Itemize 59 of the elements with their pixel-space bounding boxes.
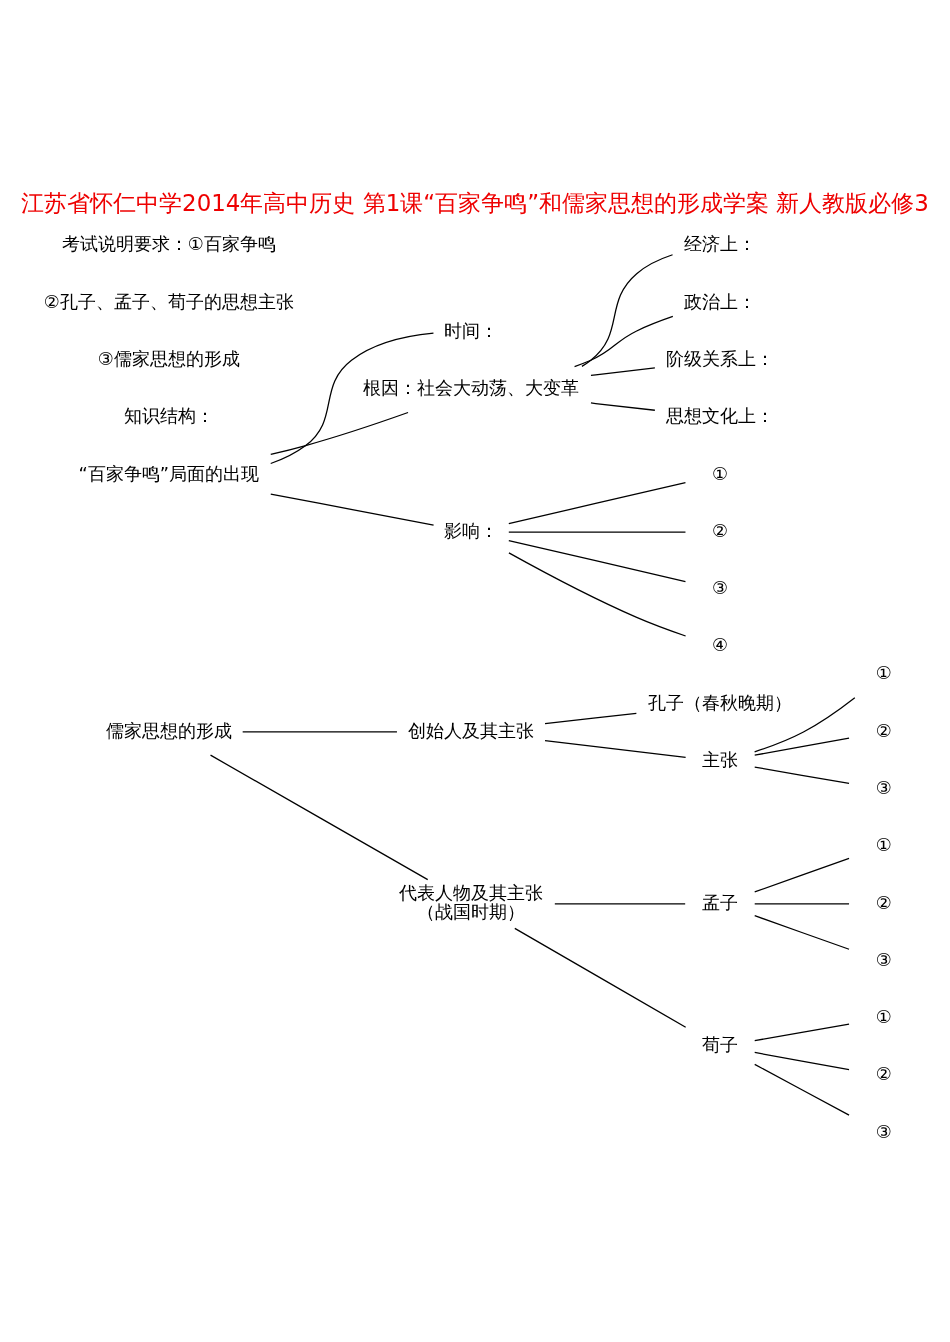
connector (270, 411, 409, 455)
node-text: “百家争鸣”局面的出现 (78, 462, 260, 484)
connector (514, 927, 687, 1028)
node-text: 思想文化上： (666, 404, 775, 426)
label: ③儒家思想的形成 (97, 347, 240, 369)
connector (554, 902, 686, 904)
connector (754, 736, 850, 756)
connector (508, 481, 687, 524)
node-text: ④ (712, 633, 729, 655)
connector (270, 492, 435, 526)
connector (754, 914, 850, 950)
connector (590, 366, 656, 376)
connector (270, 332, 435, 464)
node-text: 创始人及其主张 (408, 719, 535, 741)
connector (754, 1063, 850, 1116)
node-text: ② (875, 891, 892, 913)
connector (754, 1023, 850, 1041)
label: 考试说明要求：①百家争鸣 (61, 232, 276, 254)
node-text: ① (875, 833, 892, 855)
connector (544, 739, 687, 758)
node-text: 儒家思想的形成 (105, 719, 232, 741)
node-text: 代表人物及其主张 （战国时期） (399, 881, 544, 922)
connector (590, 401, 656, 411)
label: 知识结构： (123, 404, 214, 426)
connector (754, 696, 856, 752)
connector (508, 539, 687, 582)
node-text: ② (712, 519, 729, 541)
connector (754, 765, 850, 784)
node-text: 根因：社会大动荡、大变革 (363, 376, 580, 398)
connector (754, 902, 850, 904)
node-text: 孔子（春秋晚期） (648, 691, 793, 713)
node-text: 影响： (444, 519, 499, 541)
node-text: 主张 (702, 748, 739, 770)
connector (573, 315, 674, 367)
node-text: 经济上： (684, 232, 757, 254)
node-text: ② (875, 719, 892, 741)
node-text: 时间： (444, 319, 499, 341)
node-text: ③ (712, 576, 729, 598)
node-text: ③ (875, 1120, 892, 1142)
connector (544, 712, 637, 724)
connector (209, 754, 429, 880)
node-text: ① (712, 462, 729, 484)
node-text: 政治上： (684, 290, 757, 312)
connector (581, 253, 674, 367)
connector (508, 530, 687, 533)
connector (242, 730, 398, 733)
diagram-title: 江苏省怀仁中学2014年高中历史 第1课“百家争鸣”和儒家思想的形成学案 新人教版必修3 (21, 189, 929, 216)
node-text: ③ (875, 776, 892, 798)
label: ②孔子、孟子、荀子的思想主张 (43, 290, 294, 312)
node-text: 荀子 (702, 1033, 739, 1055)
node-text: ③ (875, 948, 892, 970)
node-text: ① (875, 661, 892, 683)
node-text: 孟子 (702, 891, 739, 913)
connector (754, 1051, 850, 1070)
node-text: ① (875, 1005, 892, 1027)
connector (754, 857, 850, 893)
node-text: ② (875, 1062, 892, 1084)
node-text: 阶级关系上： (666, 347, 775, 369)
connector (508, 551, 687, 637)
